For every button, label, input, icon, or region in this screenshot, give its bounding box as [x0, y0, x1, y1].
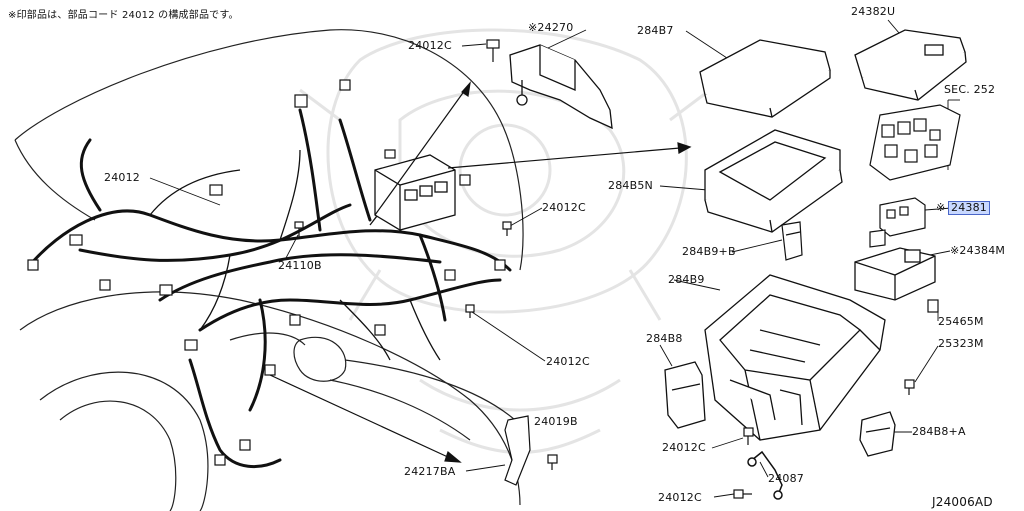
label-284b9b[interactable]: 284B9+B	[682, 245, 736, 258]
label-24110b[interactable]: 24110B	[278, 259, 322, 272]
bolt-24012c-bottom-icon	[733, 489, 752, 499]
label-284b9[interactable]: 284B9	[668, 273, 705, 286]
label-24012c-top[interactable]: 24012C	[408, 39, 452, 52]
label-24012c-low[interactable]: 24012C	[546, 355, 590, 368]
bolt-24012c-low-icon	[743, 427, 754, 445]
label-284b5n[interactable]: 284B5N	[608, 179, 653, 192]
engine-fuse-block	[374, 154, 456, 231]
label-24012c-last[interactable]: 24012C	[658, 491, 702, 504]
label-24087[interactable]: 24087	[768, 472, 804, 485]
label-24019b[interactable]: 24019B	[534, 415, 578, 428]
label-24012[interactable]: 24012	[104, 171, 140, 184]
cover-284b8	[664, 361, 706, 429]
label-284b8a[interactable]: 284B8+A	[912, 425, 966, 438]
label-24381-mark: ※	[936, 201, 946, 214]
cover-284b8a	[859, 411, 896, 457]
label-sec-252[interactable]: SEC. 252	[944, 83, 996, 96]
label-24012c-mid[interactable]: 24012C	[542, 201, 586, 214]
diagram-code: J24006AD	[932, 495, 993, 509]
wiring-harness	[28, 108, 512, 469]
leader-lines	[149, 19, 960, 498]
box-284b9	[704, 274, 886, 441]
fusible-link-24381	[869, 197, 926, 248]
block-24384m	[854, 247, 936, 301]
harness-connectors	[27, 79, 506, 466]
bolt-24012c-top-icon	[486, 39, 500, 62]
ground-strap-24087	[747, 450, 783, 500]
label-24381[interactable]: 24381	[948, 201, 990, 215]
label-24384m[interactable]: ※24384M	[950, 244, 1006, 257]
car-body-outline	[14, 29, 524, 511]
label-284b7[interactable]: 284B7	[637, 24, 674, 37]
bolt-24012c-mid-icon	[502, 221, 512, 236]
label-24217ba[interactable]: 24217BA	[404, 465, 456, 478]
bracket-284b9b	[781, 221, 803, 261]
bolt-24012c-car-icon	[465, 304, 475, 318]
cover-284b7	[699, 39, 831, 118]
label-25465m[interactable]: 25465M	[938, 315, 984, 328]
cover-24382u	[854, 29, 967, 101]
label-284b8[interactable]: 284B8	[646, 332, 683, 345]
label-24270[interactable]: ※24270	[528, 21, 574, 34]
label-25323m[interactable]: 25323M	[938, 337, 984, 350]
relay-group-sec252	[869, 104, 961, 181]
fuse-25465m	[927, 299, 939, 313]
pointer-arrows	[269, 81, 692, 463]
bolt-24110b-icon	[294, 221, 304, 238]
bracket-24217ba	[504, 415, 531, 486]
bolt-24019b-icon	[547, 454, 558, 470]
note-text: ※印部品は、部品コード 24012 の構成部品です。	[8, 10, 239, 21]
label-24382u[interactable]: 24382U	[851, 5, 896, 18]
tray-284b5n	[704, 129, 843, 233]
bolt-25323m-icon	[904, 379, 915, 395]
watermark-emblem	[299, 28, 711, 454]
bracket-24270	[509, 44, 613, 130]
label-24012c-bottom[interactable]: 24012C	[662, 441, 706, 454]
